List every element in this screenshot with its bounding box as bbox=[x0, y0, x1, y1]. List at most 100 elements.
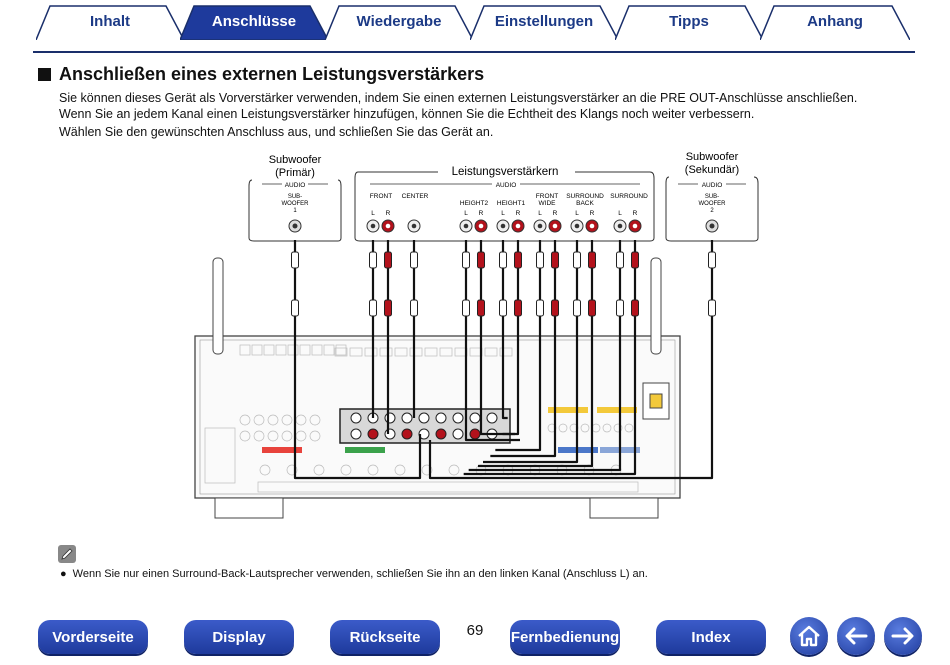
cable bbox=[463, 320, 637, 476]
rca-plug bbox=[536, 299, 544, 317]
tab-label-anschluesse: Anschlüsse bbox=[211, 12, 297, 30]
sub1-label-1: SUB- bbox=[288, 194, 302, 200]
tab-tipps[interactable]: Tipps bbox=[615, 4, 763, 40]
preout-jack bbox=[469, 412, 481, 424]
arrow-right-icon bbox=[891, 627, 914, 645]
tab-shape bbox=[615, 5, 763, 40]
home-icon bbox=[798, 625, 820, 647]
nav-fernbedienung-button[interactable]: Fernbedienung bbox=[510, 620, 620, 654]
lr-label: R bbox=[386, 210, 391, 217]
tab-anschluesse[interactable]: Anschlüsse bbox=[180, 4, 328, 40]
rca-plug bbox=[477, 299, 485, 317]
jack-pin bbox=[537, 223, 543, 229]
panel-jack bbox=[613, 423, 623, 433]
rca-plug bbox=[631, 299, 639, 317]
nav-display-button[interactable]: Display bbox=[184, 620, 294, 654]
intro-paragraph-2: Wählen Sie den gewünschten Anschluss aus… bbox=[59, 125, 494, 139]
cable bbox=[428, 320, 714, 480]
panel-port bbox=[335, 344, 347, 356]
panel-port bbox=[299, 344, 311, 356]
panel-jack bbox=[309, 414, 321, 426]
rca-plug bbox=[551, 299, 559, 317]
cable bbox=[293, 320, 422, 480]
jack-pin bbox=[589, 223, 595, 229]
panel-jack bbox=[239, 430, 251, 442]
note-bullet: ● bbox=[60, 568, 67, 580]
amp-front-wide-2: WIDE bbox=[539, 200, 557, 207]
lr-label: L bbox=[464, 210, 468, 217]
nav-vorderseite-button[interactable]: Vorderseite bbox=[38, 620, 148, 654]
lr-label: R bbox=[516, 210, 521, 217]
rca-plug bbox=[462, 299, 470, 317]
rca-plug bbox=[477, 251, 485, 269]
preout-jack bbox=[350, 412, 362, 424]
lr-label: L bbox=[371, 210, 375, 217]
nav-index-button[interactable]: Index bbox=[656, 620, 766, 654]
rca-plug bbox=[462, 251, 470, 269]
panel-jack bbox=[267, 430, 279, 442]
panel-jack bbox=[281, 430, 293, 442]
jack-pin bbox=[632, 223, 638, 229]
rca-plug bbox=[588, 251, 596, 269]
section-title: Anschließen eines externen Leistungsvers… bbox=[59, 64, 485, 84]
jack-pin bbox=[574, 223, 580, 229]
tab-inhalt[interactable]: Inhalt bbox=[36, 4, 184, 40]
panel-port bbox=[439, 347, 453, 357]
tab-shape bbox=[36, 5, 184, 40]
lr-label: L bbox=[538, 210, 542, 217]
amp-height2: HEIGHT2 bbox=[460, 200, 489, 207]
home-button[interactable] bbox=[790, 617, 828, 655]
preout-jack bbox=[486, 412, 498, 424]
panel-port bbox=[424, 347, 438, 357]
rca-plug bbox=[291, 251, 299, 269]
preout-jack bbox=[452, 428, 464, 440]
preout-jack bbox=[350, 428, 362, 440]
cable bbox=[464, 320, 520, 442]
cable bbox=[478, 320, 594, 468]
preout-jack bbox=[401, 412, 413, 424]
tab-label-einstellungen: Einstellungen bbox=[494, 12, 594, 30]
amp-surround: SURROUND bbox=[610, 193, 648, 200]
nav-rueckseite-button[interactable]: Rückseite bbox=[330, 620, 440, 654]
cable bbox=[483, 320, 579, 464]
sub1-audio: AUDIO bbox=[285, 182, 306, 189]
cable bbox=[502, 320, 520, 436]
panel-port bbox=[484, 347, 498, 357]
panel-port bbox=[349, 347, 363, 357]
rca-plug bbox=[384, 251, 392, 269]
rca-plug bbox=[536, 251, 544, 269]
amp-center: CENTER bbox=[402, 193, 429, 200]
tab-einstellungen[interactable]: Einstellungen bbox=[470, 4, 618, 40]
panel-jack bbox=[239, 414, 251, 426]
panel-port bbox=[334, 347, 348, 357]
preout-jack bbox=[435, 428, 447, 440]
panel-jack bbox=[253, 430, 265, 442]
lr-label: R bbox=[590, 210, 595, 217]
forward-button[interactable] bbox=[884, 617, 922, 655]
note-item: ●Wenn Sie nur einen Surround-Back-Lautsp… bbox=[60, 568, 648, 580]
amp-title: Leistungsverstärkern bbox=[452, 166, 559, 178]
sub2-label-2: WOOFER bbox=[699, 201, 727, 207]
cable bbox=[501, 320, 508, 420]
rca-plug bbox=[499, 299, 507, 317]
panel-port bbox=[251, 344, 263, 356]
amp-front: FRONT bbox=[370, 193, 392, 200]
rca-plug bbox=[499, 251, 507, 269]
panel-port bbox=[394, 347, 408, 357]
tab-label-anhang: Anhang bbox=[807, 12, 863, 30]
rca-plug bbox=[573, 251, 581, 269]
jack-pin bbox=[370, 223, 376, 229]
intro-line-2: Wenn Sie an jedem Kanal einen Leistungsv… bbox=[59, 107, 755, 121]
section-heading: Anschließen eines externen Leistungsvers… bbox=[38, 64, 484, 85]
rca-plug bbox=[551, 251, 559, 269]
back-button[interactable] bbox=[837, 617, 875, 655]
jack-pin bbox=[515, 223, 521, 229]
amp-audio: AUDIO bbox=[496, 182, 517, 189]
tab-anhang[interactable]: Anhang bbox=[760, 4, 910, 40]
preout-jack bbox=[418, 412, 430, 424]
panel-jack bbox=[558, 423, 568, 433]
tab-wiedergabe[interactable]: Wiedergabe bbox=[325, 4, 473, 40]
tabbar-baseline bbox=[33, 51, 915, 53]
sub2-title-1: Subwoofer bbox=[686, 151, 739, 163]
amp-surround-back-2: BACK bbox=[576, 200, 594, 207]
